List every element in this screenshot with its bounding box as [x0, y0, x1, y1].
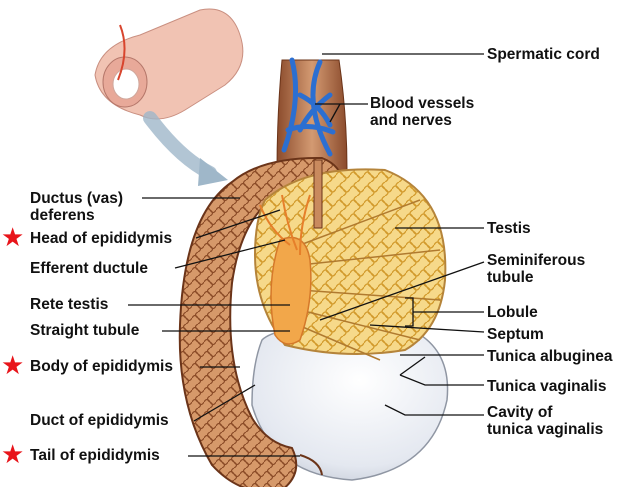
label-septum: Septum [487, 326, 544, 343]
star-icon: ★ [1, 222, 25, 252]
label-lobule: Lobule [487, 304, 538, 321]
leader-lines [128, 53, 485, 457]
rete-testis-shape [270, 236, 312, 345]
label-body-of-epididymis: Body of epididymis [30, 358, 173, 375]
label-spermatic-cord: Spermatic cord [487, 46, 600, 63]
inset-arrow-head [198, 158, 228, 186]
label-rete-testis: Rete testis [30, 296, 109, 313]
label-blood-vessels: Blood vessels and nerves [370, 95, 475, 129]
label-straight-tubule: Straight tubule [30, 322, 140, 339]
label-head-of-epididymis: Head of epididymis [30, 230, 173, 247]
label-testis: Testis [487, 220, 531, 237]
inset-thumbnail [94, 8, 244, 120]
label-tail-of-epididymis: Tail of epididymis [30, 447, 160, 464]
blood-vessels-shape [281, 57, 336, 157]
label-ductus-deferens: Ductus (vas) deferens [30, 190, 124, 224]
label-tunica-vaginalis: Tunica vaginalis [487, 378, 607, 395]
efferent-ductules-shape [259, 194, 311, 256]
label-efferent-ductule: Efferent ductule [30, 260, 148, 277]
star-icon: ★ [1, 439, 25, 469]
star-icon: ★ [1, 350, 25, 380]
label-seminiferous-tubule: Seminiferous tubule [487, 252, 586, 286]
label-duct-of-epididymis: Duct of epididymis [30, 412, 169, 429]
label-tunica-albuginea: Tunica albuginea [487, 348, 613, 365]
septum-lines [297, 199, 441, 361]
label-cavity-of-tunica-vaginalis: Cavity of tunica vaginalis [487, 404, 604, 438]
